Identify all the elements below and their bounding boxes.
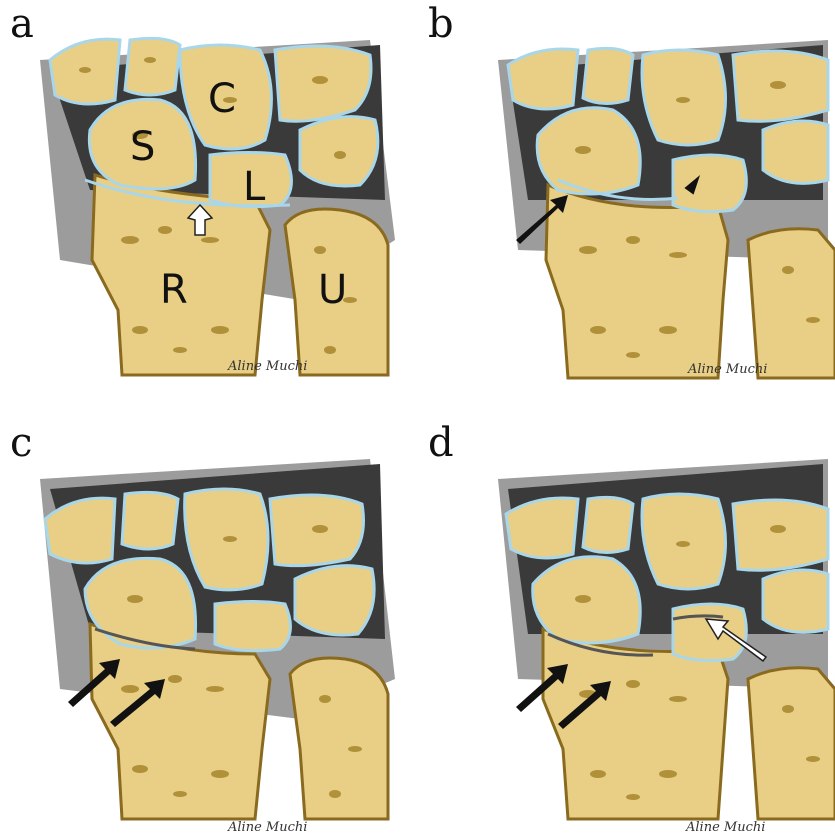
artist-signature: Aline Muchi [687,362,767,377]
ulna-bone [748,668,835,819]
radius-bone [546,185,728,378]
triquetrum-bone [763,570,828,632]
trapezoid-bone [122,492,178,549]
panel-b: Aline Muchi b [418,0,835,419]
hamate-bone [733,500,828,570]
lunate-bone [215,602,290,651]
artist-signature: Aline Muchi [227,359,307,374]
trapezoid-bone [583,497,633,552]
panel-d: Aline Muchi d [418,419,835,838]
label-radius: R [160,267,188,313]
panel-letter-d: d [428,423,454,463]
lunate-bone [673,604,746,661]
artist-signature: Aline Muchi [685,820,765,835]
trapezoid-bone [583,48,633,103]
trapezium-bone [506,498,578,558]
artist-signature: Aline Muchi [227,820,307,835]
label-ulna: U [318,267,347,313]
wrist-diagram-a: S C L R U Aline Muchi [0,0,417,419]
ulna-bone [748,229,835,378]
panel-letter-a: a [10,4,34,44]
wrist-diagram-b: Aline Muchi [418,0,835,419]
label-capitate: C [208,76,236,122]
trapezoid-bone [125,38,180,95]
triquetrum-bone [763,121,828,183]
label-scaphoid: S [130,124,155,170]
panel-c: Aline Muchi c [0,419,417,838]
wrist-diagram-c: Aline Muchi [0,419,417,838]
wrist-diagram-d: Aline Muchi [418,419,835,838]
lunate-bone [673,155,746,212]
label-lunate: L [243,164,266,210]
triquetrum-bone [295,566,374,635]
panel-letter-b: b [428,4,454,44]
panel-letter-c: c [10,423,32,463]
trapezium-bone [508,49,578,109]
panel-a: S C L R U Aline Muchi a [0,0,417,419]
